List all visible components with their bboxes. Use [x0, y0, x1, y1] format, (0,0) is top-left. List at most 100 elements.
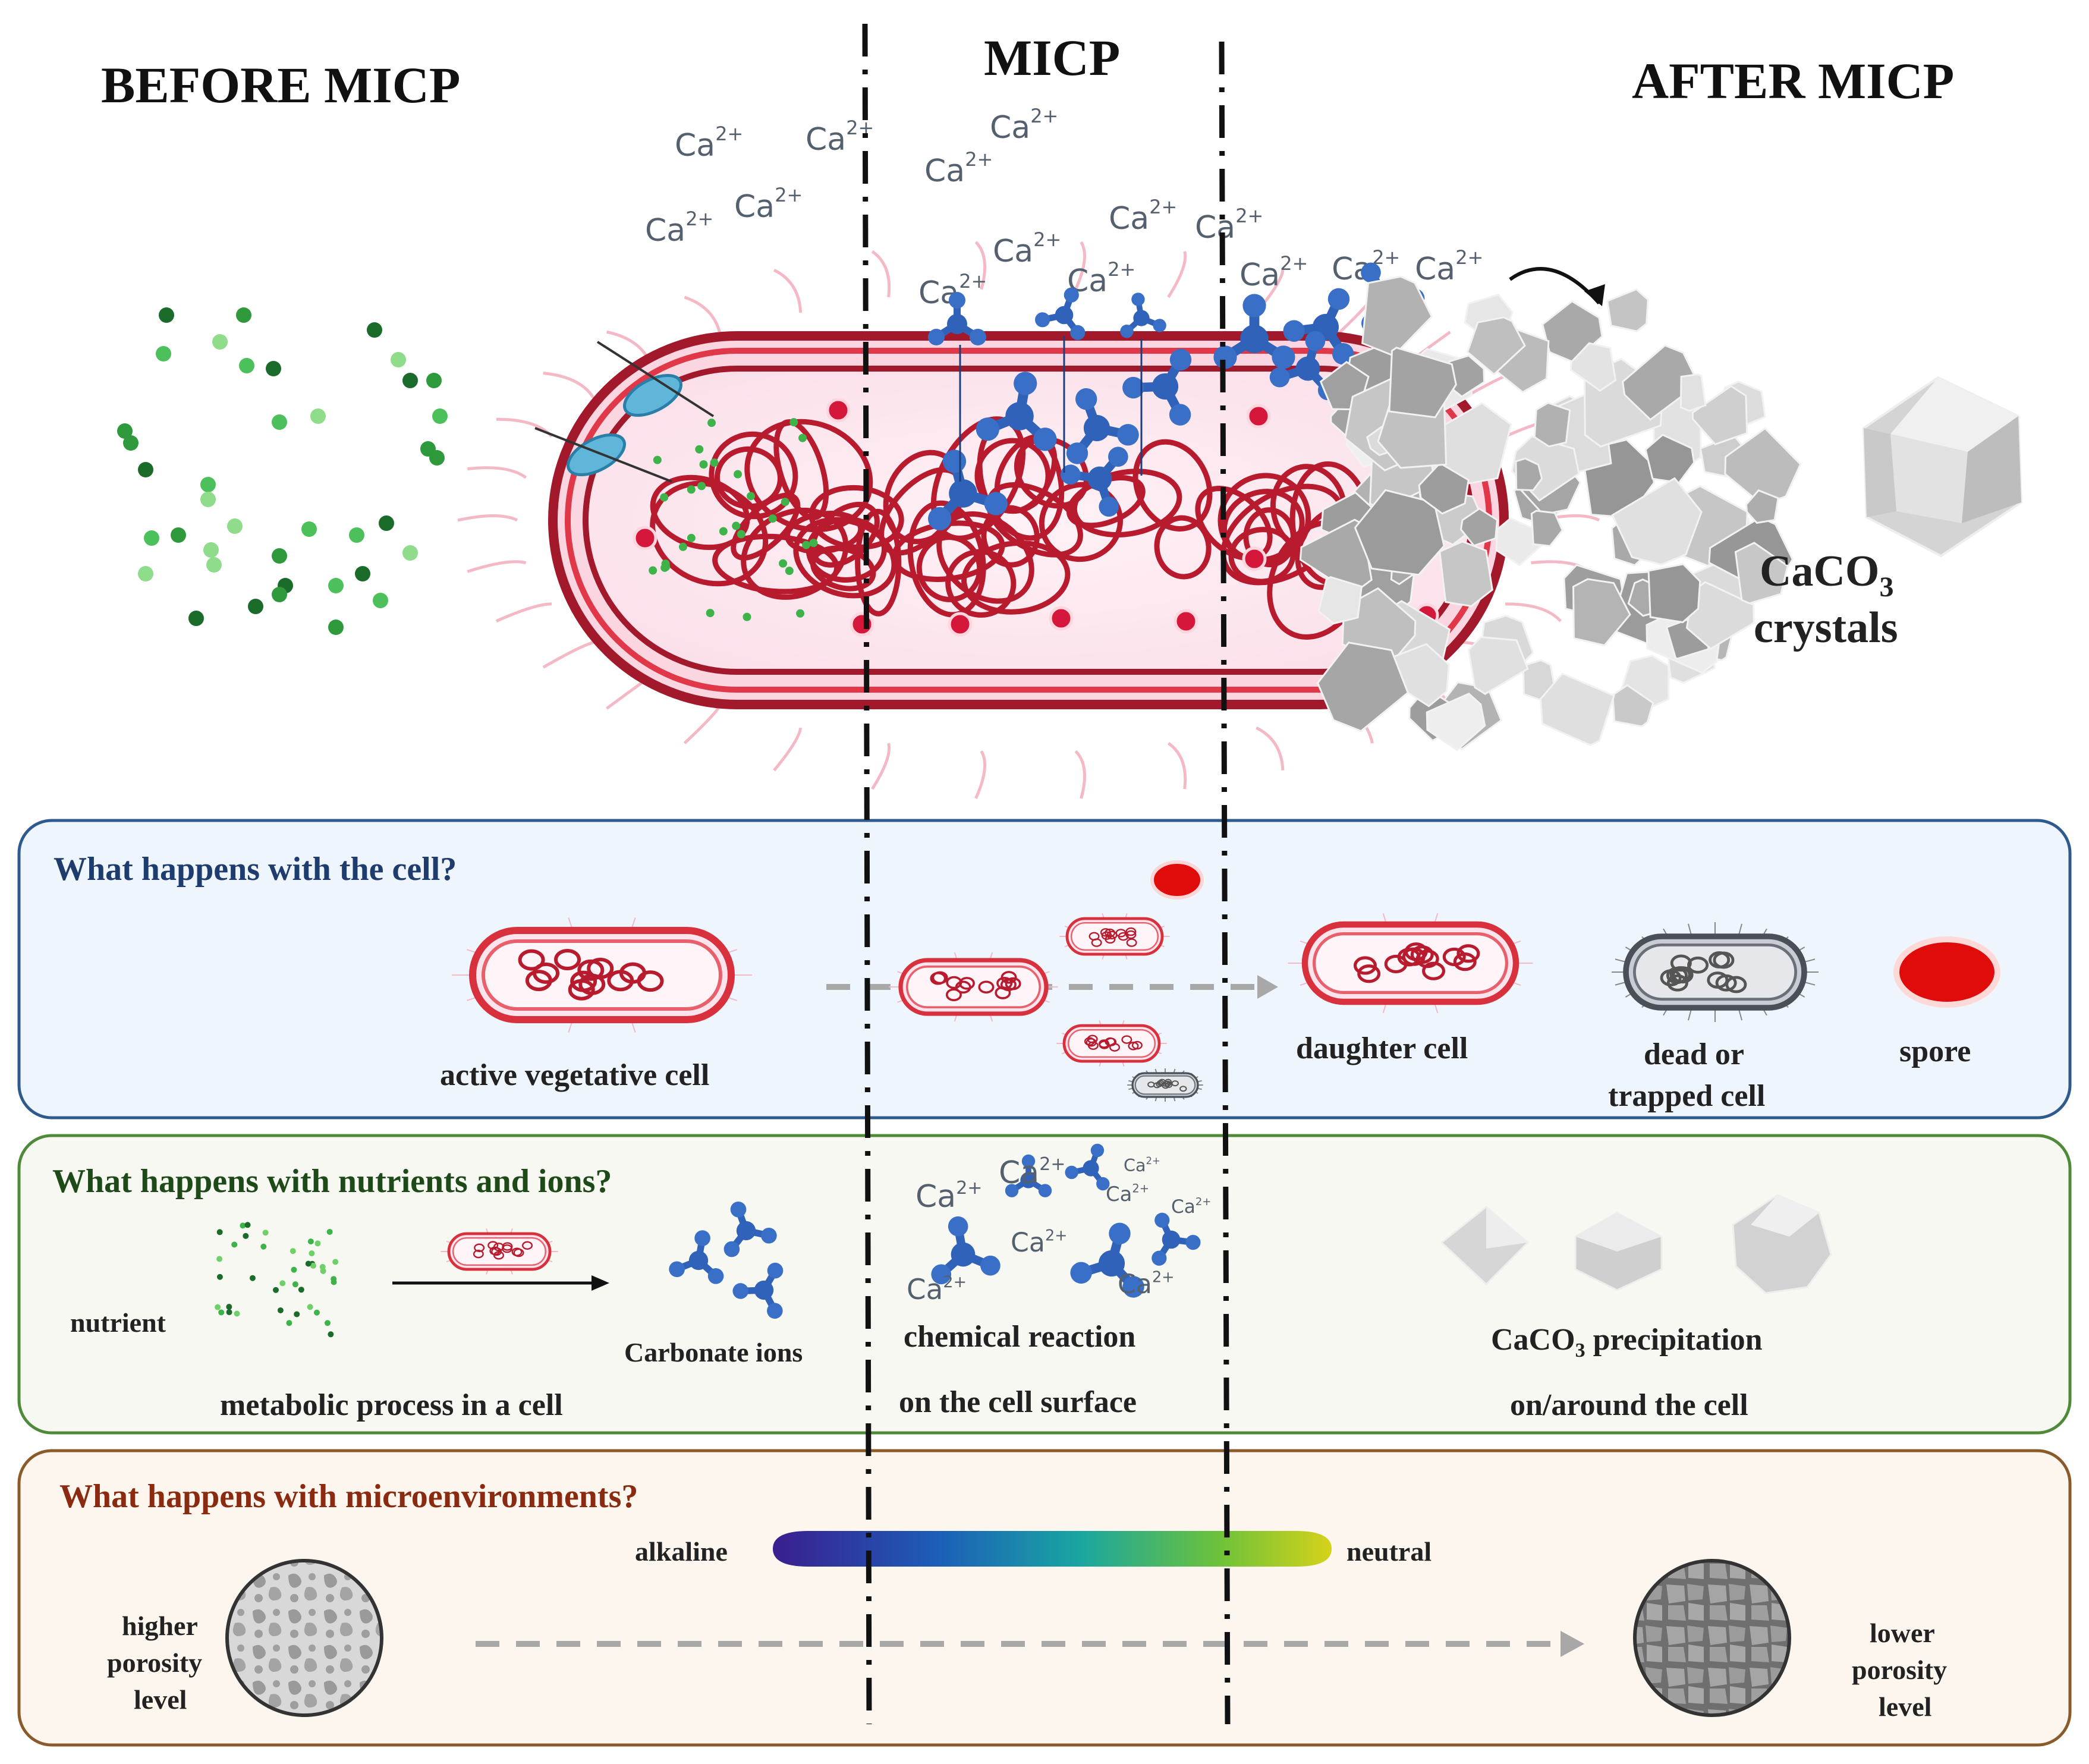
precipitate-crystals-icon: [1440, 1194, 1832, 1294]
pilus: [1074, 750, 1086, 799]
carbonate-molecule: [1066, 388, 1139, 464]
pilus: [974, 241, 987, 290]
nutrient-dot: [286, 1320, 292, 1326]
surface-reaction-icon: Ca2+Ca2+Ca2+Ca2+Ca2+Ca2+Ca2+Ca2+: [907, 1143, 1211, 1306]
crystal: [1533, 401, 1571, 448]
mini-cell: [889, 952, 1058, 1022]
nutrient-dot: [429, 450, 445, 466]
mini-cell: [1059, 913, 1170, 960]
pilus: [1256, 726, 1285, 771]
nutrient-dot: [710, 458, 719, 467]
carbonate-molecule: [928, 449, 1008, 531]
pilus: [683, 704, 722, 744]
dna-loop: [883, 449, 965, 545]
dna-loop: [715, 446, 784, 510]
nutrient-dot: [699, 460, 708, 469]
carbonate-molecule: [1065, 1143, 1110, 1191]
nutrient-dot: [785, 567, 794, 576]
nutrient-dot: [809, 539, 818, 548]
pilus: [974, 750, 987, 800]
crystal: [1734, 542, 1789, 605]
pilus: [467, 466, 527, 479]
nutrient-dot: [248, 599, 263, 614]
panel-cell-title: What happens with the cell?: [54, 851, 457, 888]
nutrient-dot: [779, 559, 788, 568]
nutrient-dot: [687, 485, 696, 494]
nutrient-dot: [277, 1307, 284, 1313]
transform-arrowhead: [1584, 284, 1605, 306]
crystal: [1647, 563, 1701, 624]
calcium-ion-label: Ca2+: [1109, 196, 1177, 237]
nutrient-dot: [212, 334, 228, 350]
nutrient-dot: [402, 373, 418, 388]
crystal: [1611, 477, 1703, 566]
nutrient-dot: [314, 1240, 321, 1247]
nutrient-dot: [262, 1230, 269, 1236]
crystal: [1530, 510, 1563, 547]
panel-micro-title: What happens with microenvironments?: [59, 1478, 638, 1515]
crystal: [1679, 373, 1707, 412]
nutrient-dot: [789, 418, 798, 427]
dead-cell: [1612, 922, 1819, 1022]
phase-divider-right: [1219, 41, 1231, 1725]
small-cell-icon: [441, 1228, 558, 1275]
crystal: [1317, 576, 1363, 625]
granule: [1246, 404, 1271, 429]
pilus: [773, 727, 803, 772]
calcium-ion-label: Ca2+: [918, 270, 987, 311]
transform-arrow: [1509, 267, 1601, 304]
dna-loop: [1039, 482, 1123, 562]
nutrient-dot: [159, 307, 174, 323]
carbonate-molecule: [1120, 293, 1166, 338]
nutrient-dot: [706, 609, 715, 618]
top-illustration: BEFORE MICP MICP AFTER MICP Ca2+Ca2+Ca2+…: [101, 29, 2023, 800]
nutrient-dot: [432, 408, 448, 424]
arrow-right-icon: [1561, 1631, 1584, 1657]
calcium-ion-label: Ca2+: [645, 207, 713, 249]
carbonate-molecule: [669, 1230, 724, 1284]
nutrient-dot: [203, 542, 219, 558]
dna-loop: [961, 540, 1071, 615]
calcium-ion-label: Ca2+: [1415, 246, 1483, 287]
dna-loop: [1243, 507, 1296, 568]
label-on-around-cell: on/around the cell: [1510, 1388, 1748, 1422]
nutrient-dot: [796, 609, 805, 618]
large-crystal: [1862, 376, 2023, 558]
pilus: [684, 295, 722, 336]
crystal: [1569, 342, 1617, 392]
nutrient-dot: [402, 545, 418, 561]
daughter-cell-icon: [1288, 913, 1533, 1013]
nutrient-dot: [117, 423, 133, 439]
nutrient-dot: [768, 514, 777, 523]
nutrient-dot: [234, 1310, 240, 1317]
dna-loop: [650, 474, 750, 551]
mini-cell: [1056, 1020, 1167, 1067]
nutrient-dot: [747, 492, 756, 501]
calcium-ion-label: Ca2+: [999, 1154, 1065, 1191]
label-nutrient: nutrient: [70, 1307, 166, 1338]
label-dead-or: dead or: [1644, 1037, 1744, 1071]
nutrient-dot: [697, 482, 706, 490]
crystal: [1745, 489, 1779, 524]
dna-loop: [1154, 515, 1212, 580]
panel-microenvironments: What happens with microenvironments? alk…: [17, 1449, 2072, 1747]
calcium-ion-label: Ca2+: [1171, 1196, 1211, 1218]
nutrient-dot: [695, 445, 704, 454]
dna-loop: [808, 485, 904, 550]
dividing-cells-icon: [889, 913, 1203, 1102]
nutrient-dot: [290, 1248, 296, 1254]
dna-loop: [650, 480, 769, 587]
title-before-micp: BEFORE MICP: [101, 56, 460, 114]
label-trapped-cell: trapped cell: [1608, 1079, 1765, 1113]
nutrient-dot: [243, 1232, 249, 1239]
pilus: [1074, 241, 1086, 290]
label-alkaline: alkaline: [635, 1536, 728, 1567]
label-daughter-cell: daughter cell: [1296, 1032, 1468, 1065]
nutrient-dot: [802, 540, 811, 549]
nutrient-dot: [307, 1304, 313, 1310]
nutrient-dot: [272, 414, 287, 430]
nutrient-dot: [272, 548, 287, 564]
nutrient-dot: [349, 527, 364, 543]
crystal: [1539, 672, 1615, 747]
nutrient-dot: [649, 566, 657, 575]
